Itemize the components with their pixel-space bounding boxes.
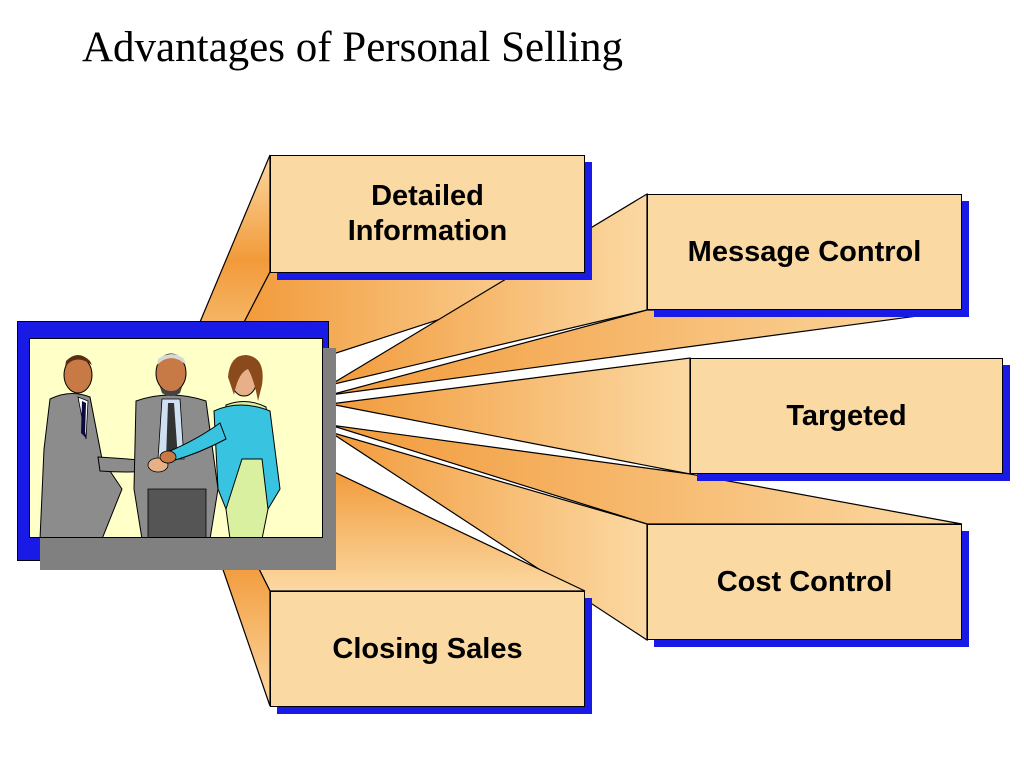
box-detailed-information: Detailed Information bbox=[270, 155, 585, 273]
slide-title: Advantages of Personal Selling bbox=[82, 24, 623, 71]
business-handshake-illustration-icon bbox=[29, 338, 323, 538]
box-closing-sales: Closing Sales bbox=[270, 591, 585, 707]
beam-cost-control-top bbox=[329, 424, 963, 525]
man-middle bbox=[133, 353, 219, 537]
box-targeted: Targeted bbox=[690, 358, 1003, 474]
box-cost-control: Cost Control bbox=[647, 524, 962, 640]
handshake bbox=[147, 450, 177, 473]
box-message-control: Message Control bbox=[647, 194, 962, 310]
beam-closing-sales-side bbox=[219, 560, 271, 707]
woman-right bbox=[169, 355, 281, 537]
beam-message-control-floor bbox=[329, 309, 963, 396]
illustration-frame bbox=[17, 321, 336, 570]
